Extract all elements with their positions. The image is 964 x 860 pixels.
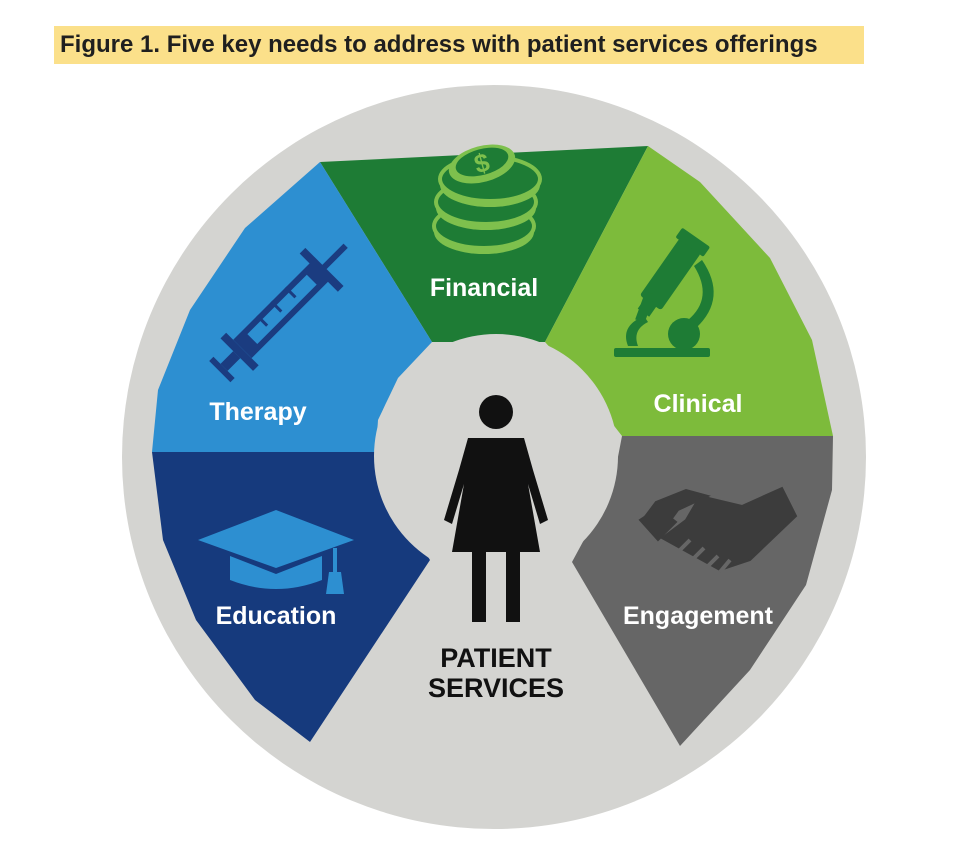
handshake-icon	[638, 486, 798, 574]
segment-label-therapy: Therapy	[209, 398, 306, 426]
center-label-line1: PATIENT	[440, 643, 552, 673]
segment-label-education: Education	[216, 602, 337, 630]
syringe-icon	[209, 243, 348, 383]
coin-stack-icon: $	[432, 144, 542, 254]
segment-education	[152, 452, 430, 742]
microscope-icon	[614, 228, 714, 357]
woman-icon	[444, 395, 548, 622]
figure-title: Figure 1. Five key needs to address with…	[54, 26, 864, 64]
center-label-line2: SERVICES	[428, 673, 564, 703]
graduation-cap-icon	[198, 510, 354, 594]
segment-clinical	[545, 146, 833, 436]
segment-label-financial: Financial	[430, 274, 538, 302]
segment-label-engagement: Engagement	[623, 602, 774, 630]
segment-label-clinical: Clinical	[654, 390, 743, 418]
